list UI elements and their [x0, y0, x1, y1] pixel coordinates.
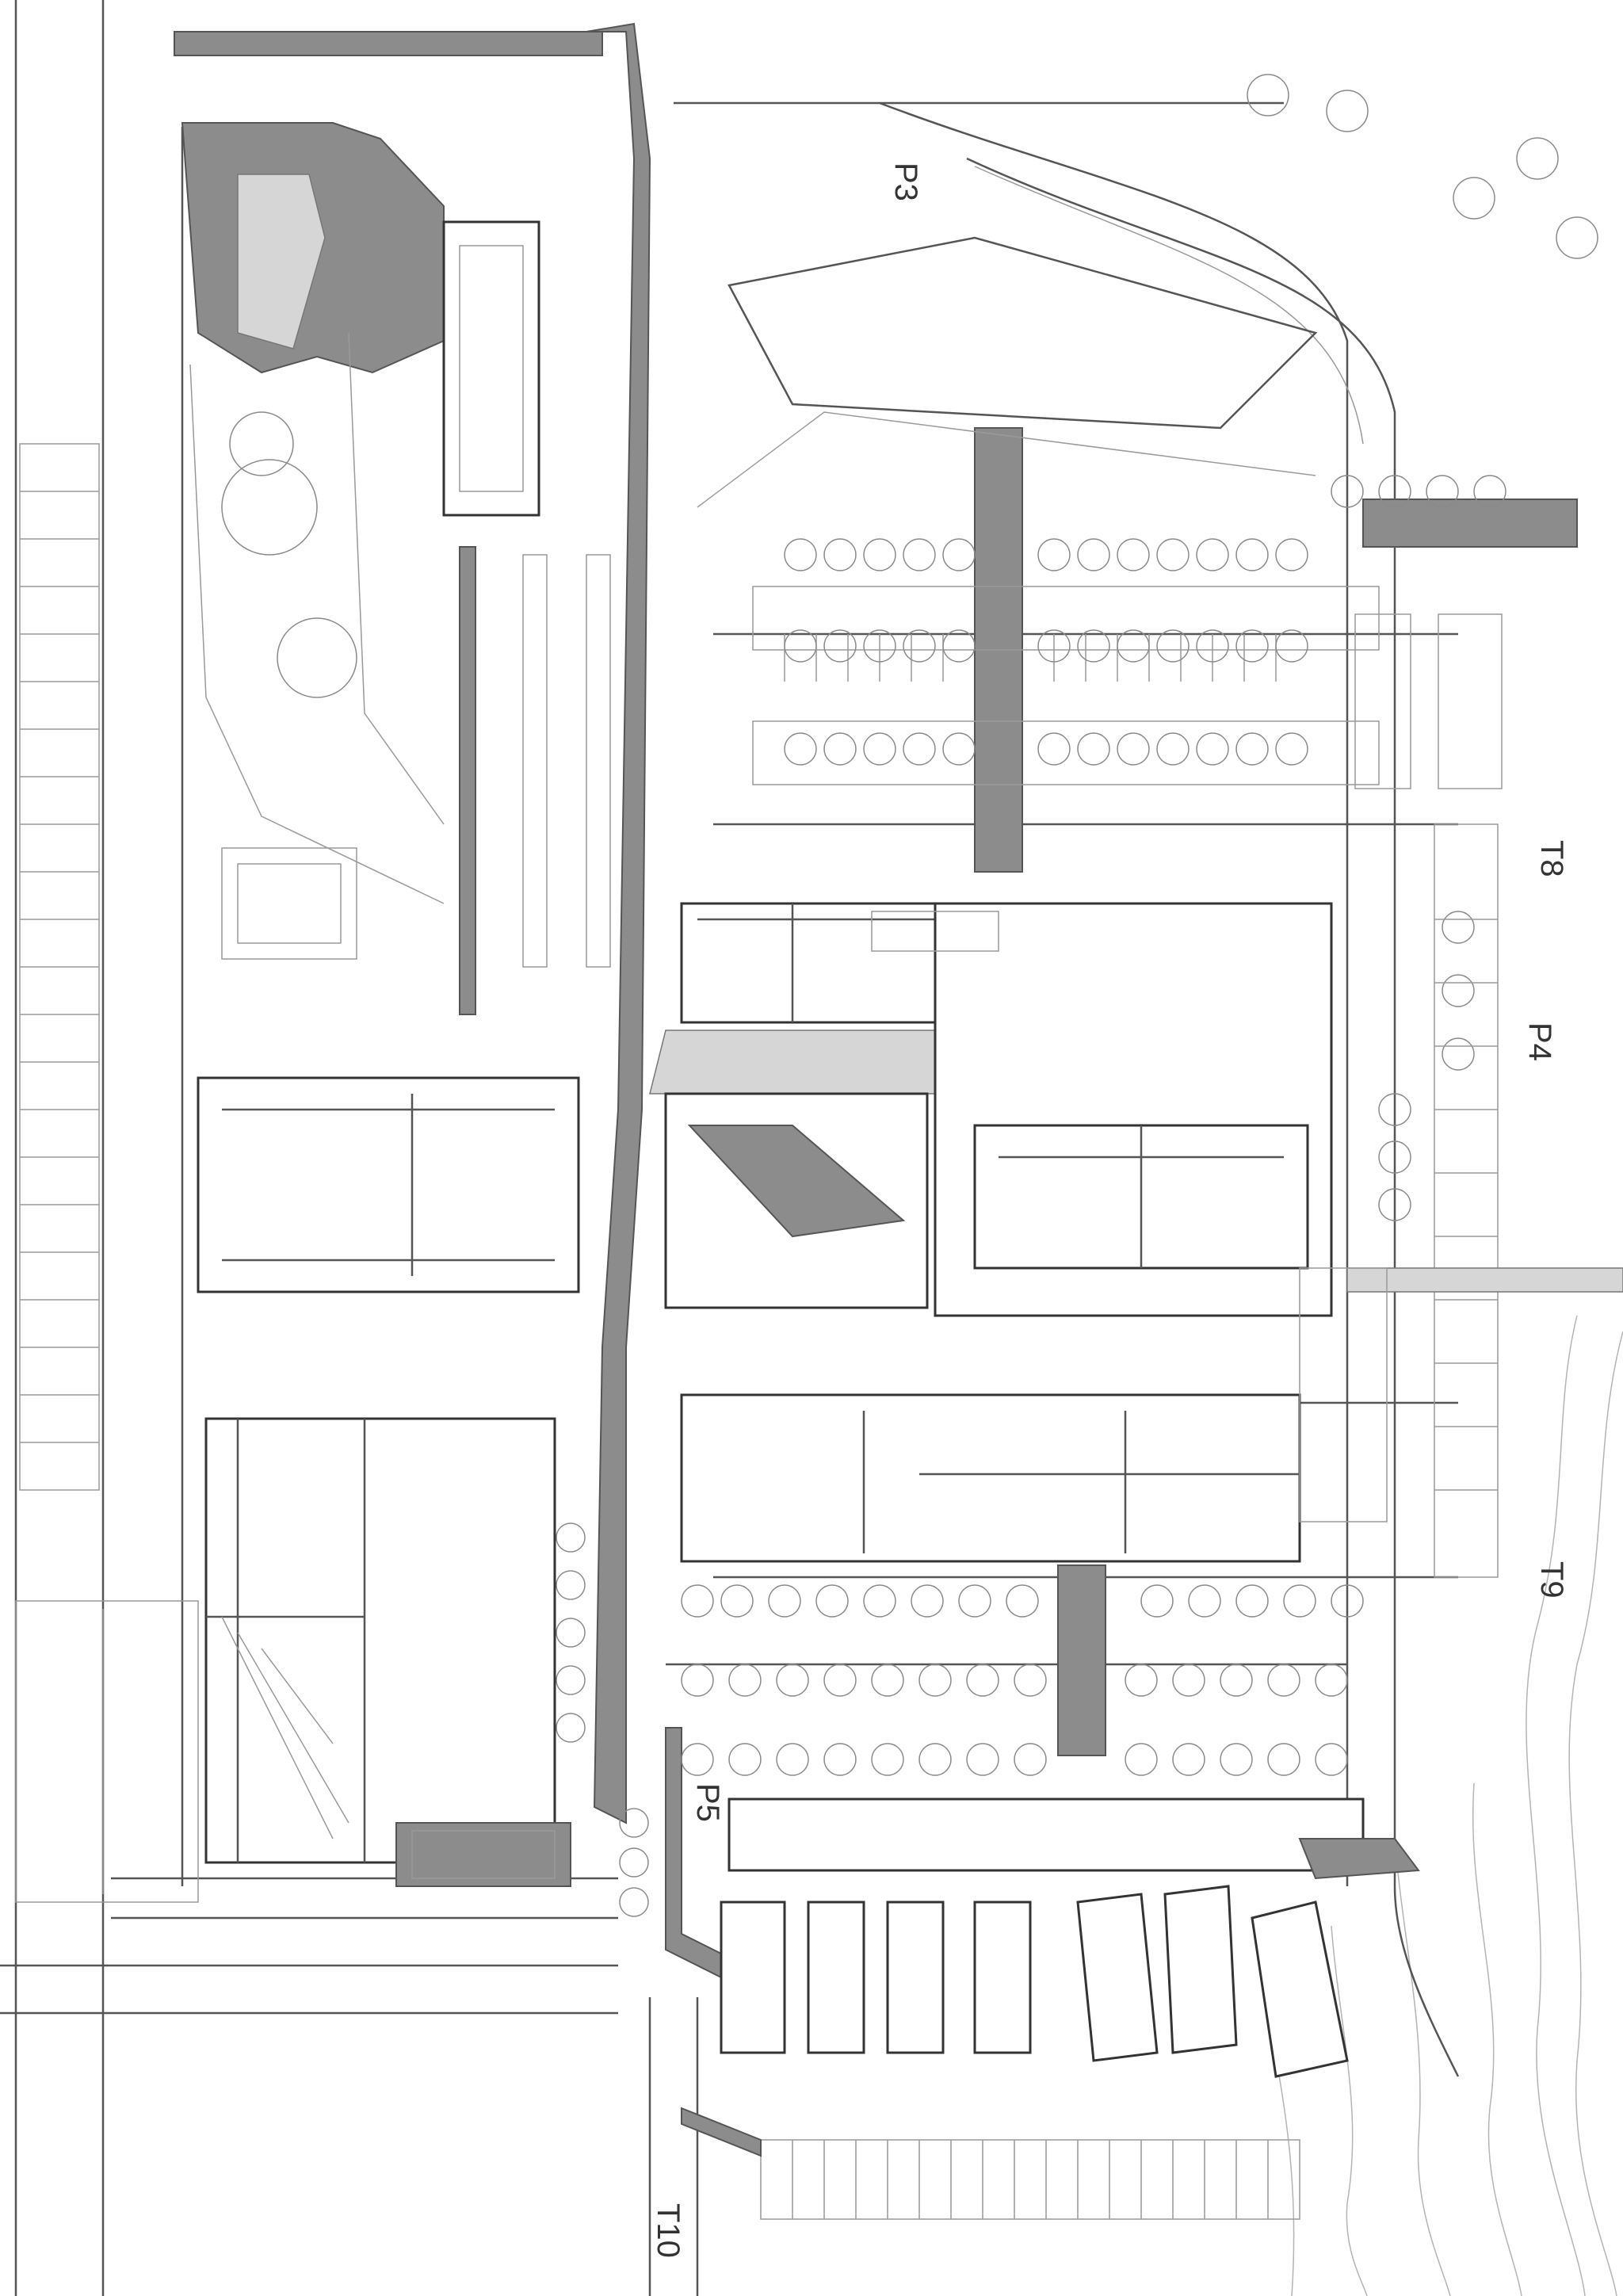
label-p4: P4 [1522, 1022, 1557, 1061]
label-t8: T8 [1534, 840, 1569, 877]
label-t9: T9 [1534, 1561, 1569, 1599]
label-p5: P5 [690, 1783, 725, 1822]
bottom-building [681, 1797, 1420, 2220]
top-plaza-outline [697, 236, 1318, 508]
right-column-parking [1346, 823, 1623, 1578]
linear-park [189, 332, 611, 968]
left-parking-strip [15, 443, 199, 1903]
tree-symbols [221, 74, 1598, 1917]
label-t10: T10 [651, 2203, 685, 2258]
top-parking-lot [752, 586, 1503, 789]
label-p3: P3 [888, 162, 923, 201]
top-left-buildings [181, 122, 540, 960]
road-and-parking-labels: T8 T9 T10 P3 P4 P5 [651, 162, 1569, 2258]
roads [0, 0, 1460, 2296]
central-building-complex [197, 902, 1388, 1563]
left-lower-building [204, 1417, 571, 1887]
